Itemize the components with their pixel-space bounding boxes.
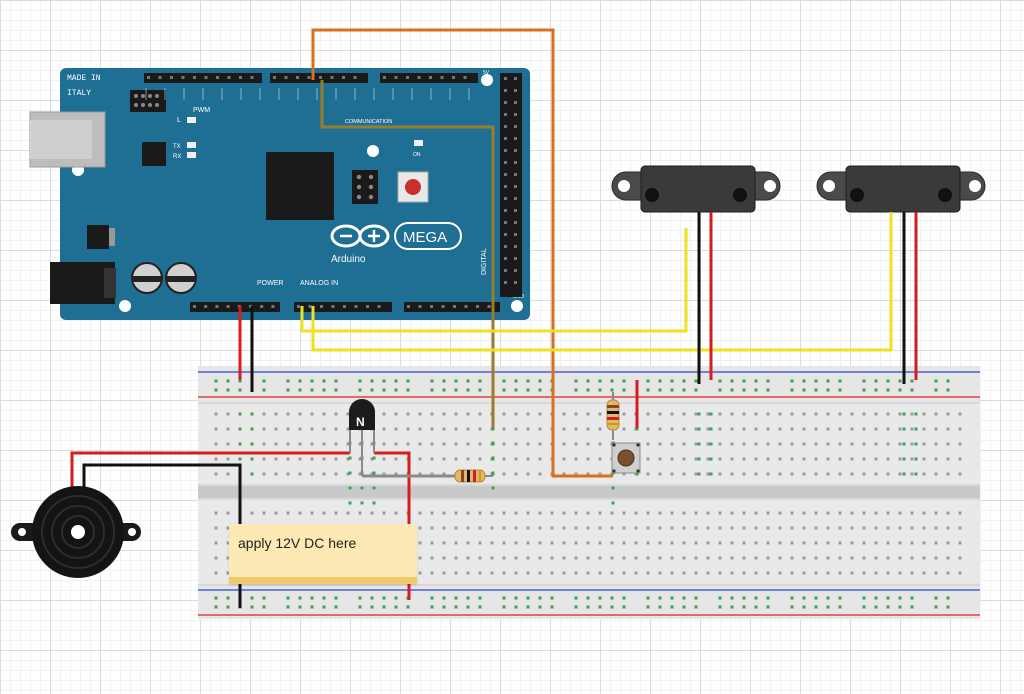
icsp-header	[352, 170, 378, 204]
icsp-pins	[134, 94, 159, 107]
logo-loop-right	[358, 224, 390, 248]
bottom-power-rails	[198, 586, 980, 619]
mount-hole	[119, 300, 131, 312]
usb-chip	[142, 142, 166, 166]
mount-hole	[481, 74, 493, 86]
power-label: POWER	[257, 280, 283, 287]
mount-hole	[511, 300, 523, 312]
ir-sensor-1	[611, 165, 781, 213]
usb-connector-inner	[30, 120, 92, 159]
npn-transistor: N	[349, 399, 375, 476]
wire-yellow-sensor-1	[300, 228, 688, 333]
button-cap	[617, 449, 635, 467]
pin-headers	[144, 73, 522, 312]
sensor-mount-hole	[764, 180, 776, 192]
transistor-marking: N	[356, 415, 365, 429]
wire-olive-resistor	[320, 80, 495, 428]
made-in-text: MADE IN	[67, 74, 101, 83]
buzzer-center-hole	[71, 525, 85, 539]
mega-text: MEGA	[403, 229, 447, 246]
italy-text: ITALY	[67, 89, 91, 98]
capacitor-band	[133, 276, 161, 282]
buzzer-mount-hole	[128, 528, 136, 536]
led-tx	[187, 142, 196, 148]
microcontroller-chip	[266, 152, 334, 220]
arduino-logo: Arduino	[330, 224, 390, 265]
sensor-receiver-lens	[938, 188, 952, 202]
rx-label: RX	[173, 154, 181, 160]
arduino-word: Arduino	[331, 254, 366, 265]
resistor-base	[454, 469, 493, 483]
power-note: apply 12V DC here	[229, 524, 417, 584]
on-label: ON	[413, 152, 421, 158]
communication-label: COMMUNICATION	[345, 119, 392, 125]
analog-in-label: ANALOG IN	[300, 280, 338, 287]
pwm-label: PWM	[193, 107, 210, 114]
led-l	[187, 117, 196, 123]
fivev-label: 5V	[483, 70, 490, 76]
wire-orange-button	[311, 28, 613, 478]
l-label: L	[177, 117, 181, 124]
tx-label: TX	[173, 144, 181, 150]
power-note-text: apply 12V DC here	[238, 535, 357, 551]
digital-label: DIGITAL	[481, 248, 488, 275]
mega-badge	[394, 222, 462, 250]
sensor-emitter-lens	[645, 188, 659, 202]
arduino-mega-board: MADE IN ITALY PWM COMMUNICATION L TX RX …	[29, 68, 530, 320]
mount-hole	[367, 145, 379, 157]
icsp-header-small	[130, 90, 166, 112]
transistor-body	[349, 399, 375, 430]
reset-button-cap	[405, 179, 421, 195]
led-rx	[187, 152, 196, 158]
sensor-receiver-lens	[733, 188, 747, 202]
resistor-pulldown	[606, 392, 620, 440]
piezo-buzzer	[11, 486, 141, 578]
sensor-mount-hole	[969, 180, 981, 192]
voltage-regulator	[87, 225, 109, 249]
ir-sensor-2	[816, 165, 986, 213]
resistor-body	[606, 399, 620, 431]
sensor-emitter-lens	[850, 188, 864, 202]
capacitor-band	[167, 276, 195, 282]
wires	[70, 28, 918, 608]
led-on	[414, 140, 423, 146]
icsp-header-pins	[356, 174, 374, 200]
wire-yellow-sensor-2	[311, 212, 893, 352]
sensor-mount-hole	[823, 180, 835, 192]
center-channel	[198, 486, 980, 498]
regulator-tab	[109, 228, 115, 246]
push-button	[611, 442, 641, 474]
wire-buzzer-positive	[70, 451, 350, 492]
sensor-mount-hole	[618, 180, 630, 192]
dc-jack-tip	[104, 268, 116, 298]
buzzer-mount-hole	[18, 528, 26, 536]
